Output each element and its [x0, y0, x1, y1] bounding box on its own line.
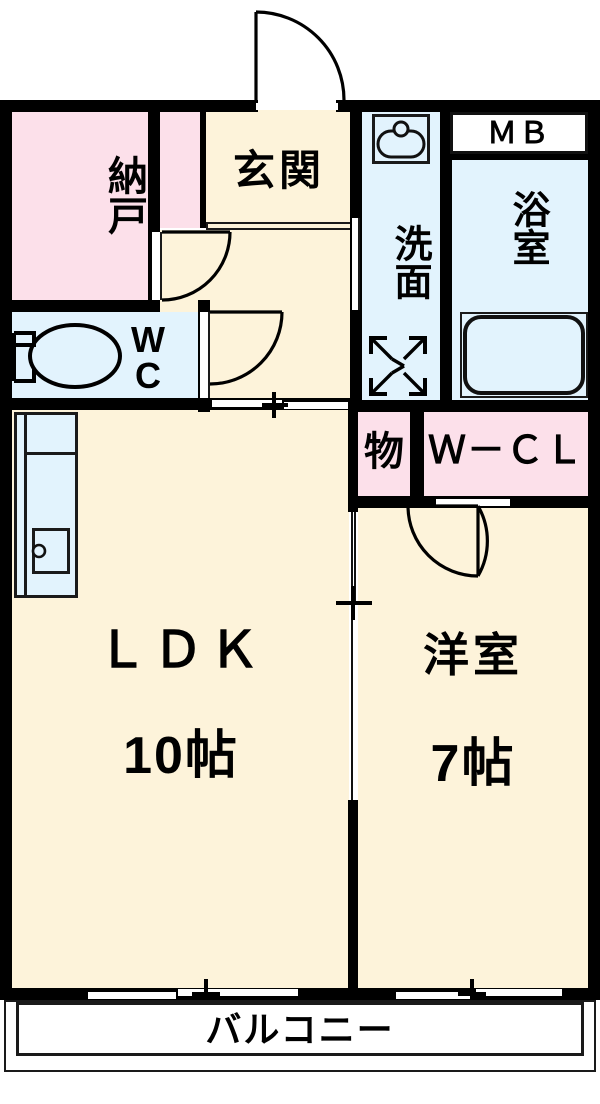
wall-wc-bottom	[0, 398, 210, 410]
entry-jamb-right	[336, 100, 350, 112]
ldk-entry-door-panel-b[interactable]	[284, 402, 348, 409]
wall-mono-right	[410, 410, 424, 508]
room-genkan-floor	[206, 110, 352, 230]
room-label-wc-w: W	[131, 319, 165, 360]
ldk-entry-door-panel-a[interactable]	[212, 400, 282, 407]
balcony-ldk-marker-h	[192, 992, 220, 996]
senmen-door-edge	[358, 218, 360, 310]
balcony-inner	[16, 1002, 584, 1056]
senmen-door-panel[interactable]	[352, 218, 360, 310]
wall-nando-bottom	[0, 300, 160, 312]
room-mono-floor	[356, 412, 412, 498]
wall-ldk-yoshitsu-lower	[348, 800, 358, 992]
room-label-genkan: 玄関	[232, 147, 325, 194]
wc-door-edge	[208, 312, 210, 398]
balcony-door-room-panel-b[interactable]	[476, 989, 562, 996]
exterior-wall-top-left	[0, 100, 256, 112]
sliding-door-rail-c	[351, 604, 353, 800]
room-label-ldk: ＬＤＫ	[97, 622, 265, 678]
room-size-ldk: 10帖	[123, 727, 239, 785]
nando-door-jamb-edge	[160, 232, 162, 300]
wall-genkan-closet-right	[200, 100, 206, 228]
balcony-door-ldk-panel-b[interactable]	[178, 989, 298, 996]
balcony-room-marker-h	[458, 992, 486, 996]
ldk-entry-marker-h	[262, 403, 288, 407]
room-label-senmen: 洗面	[388, 224, 430, 300]
wall-mono-bottom	[350, 496, 424, 508]
room-label-mb: ＭＢ	[487, 117, 551, 150]
sliding-door-rail-b	[354, 512, 356, 602]
kitchen-counter-divider	[24, 452, 76, 455]
room-size-yoshitsu: 7帖	[430, 735, 516, 793]
wall-mb-bottom	[440, 150, 600, 160]
wcl-door-head	[436, 499, 510, 506]
sliding-door-panel-b[interactable]	[349, 604, 357, 800]
exterior-wall-top-right	[344, 100, 600, 112]
wc-door-panel[interactable]	[200, 312, 210, 398]
wall-senmen-right	[440, 100, 452, 412]
room-label-mono: 物	[364, 430, 404, 474]
area-label-balcony: バルコニー	[205, 1009, 395, 1050]
nando-door-jamb	[152, 232, 162, 300]
room-label-nando: 納戸	[102, 155, 146, 235]
wall-ldk-yoshitsu-upper	[348, 406, 358, 512]
room-genkan-closet-floor	[158, 110, 206, 228]
entry-threshold	[256, 103, 338, 110]
room-label-yokushitsu: 浴室	[506, 190, 548, 266]
room-wcl-floor	[424, 412, 588, 498]
room-label-yoshitsu: 洋室	[423, 629, 523, 681]
wall-bath-bottom	[440, 400, 600, 412]
exterior-wall-left	[0, 100, 12, 1000]
balcony-door-ldk-panel-a[interactable]	[88, 992, 176, 999]
balcony-door-room-panel-a[interactable]	[396, 992, 474, 999]
mb-box	[450, 112, 588, 154]
room-yoshitsu-floor	[358, 500, 588, 990]
room-label-wc-c: C	[135, 355, 161, 396]
exterior-wall-right	[588, 100, 600, 1000]
entry-jamb-left	[250, 100, 258, 112]
room-label-wcl: Ｗ－ＣＬ	[427, 430, 584, 472]
room-nando-floor	[12, 110, 148, 300]
wall-senmen-bottom	[350, 400, 452, 412]
sliding-door-rail-a	[351, 512, 353, 602]
kitchen-unit-edge	[24, 414, 27, 596]
sliding-door-panel-a[interactable]	[349, 512, 357, 602]
sliding-door-marker-v	[351, 586, 355, 620]
